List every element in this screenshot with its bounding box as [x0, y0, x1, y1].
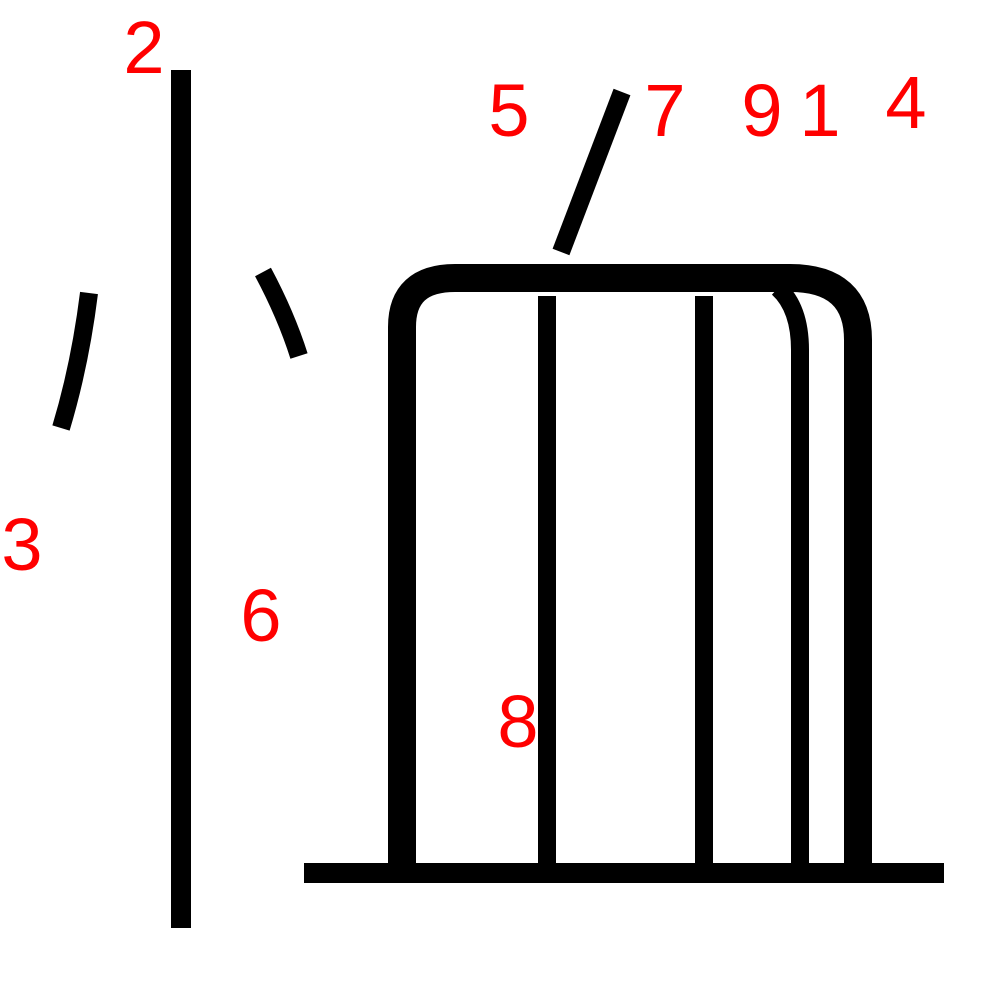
right-dot-stroke [255, 267, 308, 359]
stroke-number-2: 2 [123, 6, 164, 89]
stroke-number-4: 4 [885, 61, 926, 144]
stroke-number-7: 7 [644, 69, 685, 152]
stroke-number-5: 5 [488, 69, 529, 152]
stroke-number-1: 1 [799, 69, 840, 152]
stroke-number-3: 3 [1, 503, 42, 586]
stroke-number-9: 9 [741, 69, 782, 152]
stroke-number-8: 8 [497, 680, 538, 763]
outer-frame-stroke [388, 264, 872, 867]
left-dot-stroke [52, 291, 98, 431]
stroke-number-6: 6 [240, 574, 281, 657]
top-slash-stroke [552, 88, 631, 256]
inner-curve-stroke [771, 281, 809, 868]
